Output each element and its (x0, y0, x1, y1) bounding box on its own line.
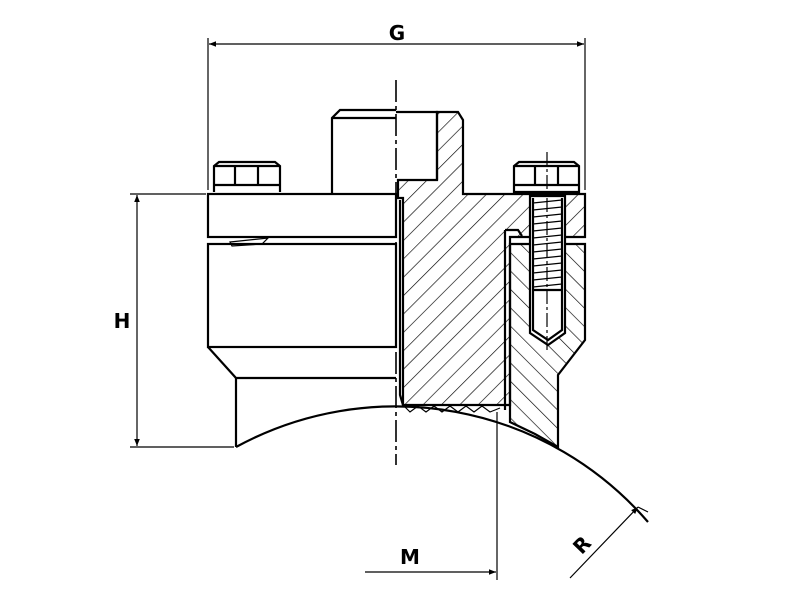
nut-left (330, 108, 396, 194)
serrated-grip (402, 404, 501, 413)
body-left (206, 242, 398, 349)
dimension-g-label: G (389, 21, 405, 45)
dimension-r: R (568, 506, 649, 579)
bolt-head-left (212, 160, 282, 192)
nut-right (396, 110, 439, 180)
flange-left (206, 192, 398, 239)
right-section (396, 110, 587, 449)
wedge-left (229, 237, 270, 247)
pipe-outline-arc (235, 405, 649, 523)
left-elevation (206, 108, 398, 447)
dimension-m: M (365, 412, 498, 580)
bolt-right (512, 152, 581, 350)
dimension-h: H (114, 193, 234, 448)
dimension-g: G (207, 21, 586, 190)
taper-left (207, 346, 396, 380)
dimension-h-label: H (114, 309, 131, 333)
dimension-m-label: M (400, 545, 420, 569)
